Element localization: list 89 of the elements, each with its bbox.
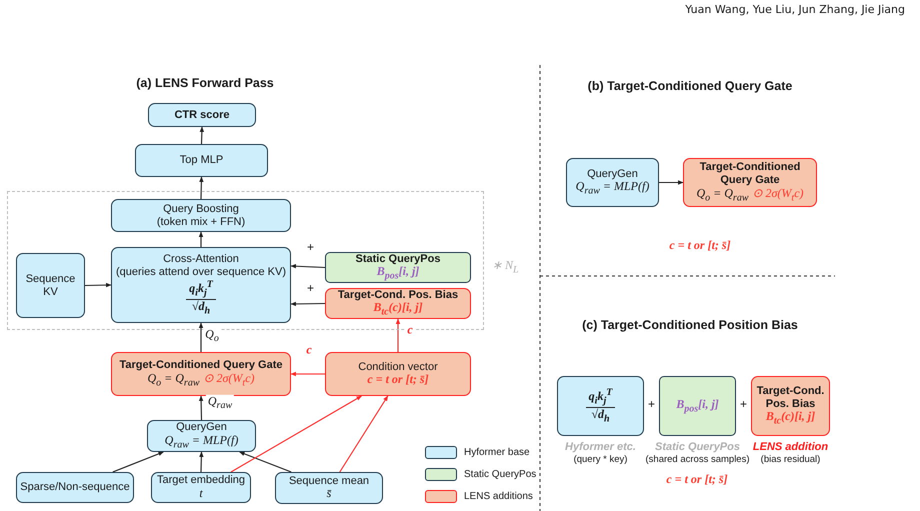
arrow — [290, 302, 325, 306]
plus-sign: + — [307, 281, 314, 296]
panel-title: (b) Target-Conditioned Query Gate — [588, 79, 792, 94]
formula: s̄ — [326, 487, 332, 502]
box-label: (token mix + FFN) — [156, 216, 246, 228]
module-box — [751, 376, 830, 436]
module-box — [659, 376, 736, 436]
panel-title: (a) LENS Forward Pass — [136, 76, 274, 91]
arrow — [84, 282, 112, 288]
legend-label: LENS additions — [464, 491, 533, 502]
module-box — [135, 144, 268, 177]
node-caption: LENS addition — [752, 441, 828, 454]
module-box — [16, 472, 134, 503]
box-label: (queries attend over sequence KV) — [116, 266, 286, 279]
formula: c = t or [t; s̄] — [367, 373, 429, 388]
box-label: Static QueryPos — [356, 252, 440, 266]
arrow — [290, 264, 326, 268]
plus-sign: + — [740, 397, 748, 412]
arrow — [112, 451, 164, 473]
box-label: Top MLP — [180, 154, 224, 167]
arrow — [199, 176, 204, 200]
module-box — [325, 352, 471, 396]
box-label: Sparse/Non-sequence — [20, 481, 130, 494]
module-box — [275, 472, 383, 504]
edge-label: Q$_{o}$ — [203, 328, 221, 344]
box-label: Target embedding — [156, 474, 246, 487]
box-label: CTR score — [174, 108, 230, 122]
formula: B$_{tc}$(c)[i, j] — [766, 410, 816, 428]
formula: ⊙ 2σ(W$_{t}$c) — [203, 372, 255, 389]
formula: √d$_{h}$ — [591, 408, 610, 425]
arrow — [290, 372, 325, 376]
formula: √d$_{h}$ — [192, 300, 210, 317]
arrow — [199, 451, 204, 472]
arrow — [659, 180, 684, 185]
formula: B$_{pos}$[i, j] — [376, 265, 420, 282]
plus-sign: + — [648, 397, 656, 412]
arrow — [198, 395, 204, 420]
formula: ⊙ 2σ(W$_{t}$c) — [752, 186, 804, 204]
node-caption: ∗ N$_{L}$ — [492, 258, 519, 276]
formula: c = t or [t; s̄] — [669, 238, 731, 252]
node-caption: (bias residual) — [760, 454, 820, 466]
node-caption: (shared across samples) — [646, 454, 750, 466]
box-label: Cross-Attention — [163, 253, 239, 266]
box-label: Sequence mean — [288, 474, 370, 488]
panel-title: (c) Target-Conditioned Position Bias — [582, 318, 798, 333]
node-caption: Static QueryPos — [655, 441, 740, 454]
arrow — [339, 396, 388, 472]
arrow — [230, 396, 362, 472]
box-label: Query Boosting — [163, 202, 239, 216]
arrow — [239, 451, 292, 473]
formula: c = t or [t; s̄] — [666, 472, 728, 486]
node-caption: (query * key) — [574, 454, 628, 466]
module-box — [557, 376, 644, 436]
arrow — [396, 318, 400, 352]
box-label: Target-Cond. Pos. Bias — [338, 288, 458, 302]
formula: B$_{tc}$(c)[i, j] — [373, 301, 423, 318]
module-box — [325, 288, 471, 319]
legend-label: Static QueryPos — [464, 469, 536, 480]
edge-label: Q$_{raw}$ — [206, 394, 234, 412]
module-box — [683, 158, 817, 207]
box-label: Sequence KV — [24, 272, 76, 298]
box-label: Target-Conditioned Query Gate — [120, 359, 282, 372]
formula: Q$_{raw}$ = MLP(f) — [576, 180, 650, 198]
module-box — [325, 252, 471, 283]
author-line: Yuan Wang, Yue Liu, Jun Zhang, Jie Jiang — [685, 3, 905, 16]
legend-label: Hyformer base — [464, 447, 530, 458]
box-label: Condition vector — [358, 360, 438, 374]
module-box — [148, 103, 256, 127]
plus-sign: + — [307, 240, 314, 254]
box-label: Target-Cond. Pos. Bias — [756, 384, 826, 410]
module-box — [111, 199, 291, 232]
module-box — [111, 352, 291, 396]
box-label: QueryGen — [587, 168, 638, 180]
module-box — [111, 247, 291, 323]
arrow — [198, 231, 204, 247]
formula: B$_{pos}$[i, j] — [676, 398, 719, 414]
module-box — [566, 158, 659, 207]
node-caption: Hyformer etc. — [565, 441, 636, 454]
formula: Q$_{o}$ = Q$_{raw}$ — [147, 372, 200, 389]
module-box — [151, 472, 251, 503]
module-box — [147, 420, 256, 452]
box-label: QueryGen — [176, 421, 227, 434]
formula: Q$_{o}$ = Q$_{raw}$ — [696, 186, 748, 204]
arrow — [198, 322, 204, 352]
module-box — [16, 253, 85, 318]
arrow — [200, 126, 204, 144]
box-label: Target-Conditioned Query Gate — [698, 161, 802, 187]
formula: Q$_{raw}$ = MLP(f) — [164, 434, 238, 451]
formula: t — [199, 486, 203, 501]
